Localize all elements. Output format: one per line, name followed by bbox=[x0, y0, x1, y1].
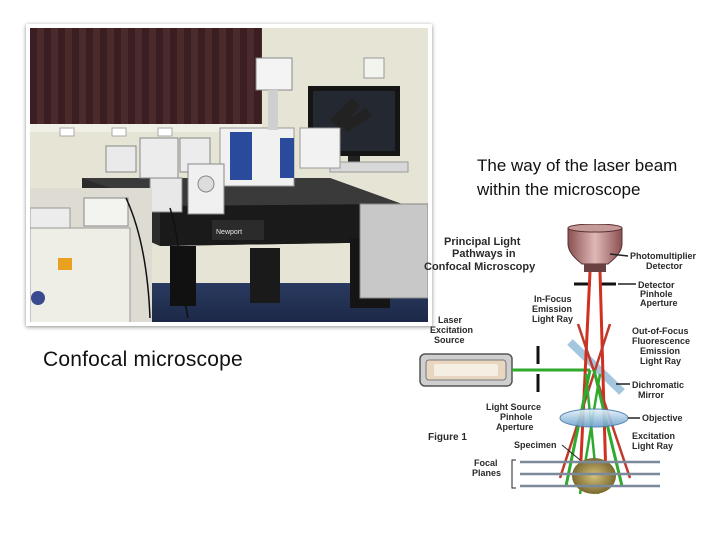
equipment-brand-label: Newport bbox=[216, 229, 242, 236]
in-focus-label-3: Light Ray bbox=[532, 314, 573, 324]
photo-caption: Confocal microscope bbox=[43, 348, 243, 371]
focal-planes-label-1: Focal bbox=[474, 458, 498, 468]
light-source-pinhole-label-1: Light Source bbox=[486, 402, 541, 412]
laser-label-3: Source bbox=[434, 335, 465, 345]
photomultiplier-label-2: Detector bbox=[646, 261, 683, 271]
in-focus-label-1: In-Focus bbox=[534, 294, 572, 304]
laser-label-2: Excitation bbox=[430, 325, 473, 335]
out-of-focus-label-2: Fluorescence bbox=[632, 336, 690, 346]
out-of-focus-label-4: Light Ray bbox=[640, 356, 681, 366]
diagram-title-line-3: Confocal Microscopy bbox=[424, 261, 536, 273]
light-source-pinhole-label-3: Aperture bbox=[496, 422, 534, 432]
objective-label: Objective bbox=[642, 413, 683, 423]
diagram-caption-line-1: The way of the laser beam bbox=[477, 156, 678, 175]
out-of-focus-label-3: Emission bbox=[640, 346, 680, 356]
figure-label: Figure 1 bbox=[428, 432, 467, 443]
in-focus-label-2: Emission bbox=[532, 304, 572, 314]
specimen-label: Specimen bbox=[514, 440, 557, 450]
diagram-caption-line-2: within the microscope bbox=[477, 180, 641, 199]
objective-lens bbox=[559, 408, 629, 428]
microscope-photo: Newport bbox=[26, 24, 432, 326]
detector-pinhole-label-3: Aperture bbox=[640, 298, 678, 308]
specimen bbox=[572, 458, 616, 494]
photomultiplier-label-1: Photomultiplier bbox=[630, 251, 696, 261]
photomultiplier-detector bbox=[567, 224, 623, 272]
out-of-focus-label-1: Out-of-Focus bbox=[632, 326, 689, 336]
excitation-label-2: Light Ray bbox=[632, 441, 673, 451]
light-source-pinhole-label-2: Pinhole bbox=[500, 412, 533, 422]
detector-pinhole-label-2: Pinhole bbox=[640, 289, 673, 299]
laser-source bbox=[419, 353, 513, 387]
microscope-photo-image: Newport bbox=[30, 28, 428, 322]
diagram-title-line-1: Principal Light bbox=[444, 236, 521, 248]
excitation-label-1: Excitation bbox=[632, 431, 675, 441]
focal-planes-label-2: Planes bbox=[472, 468, 501, 478]
laser-label-1: Laser bbox=[438, 315, 463, 325]
dichromatic-label-2: Mirror bbox=[638, 390, 665, 400]
diagram-title-line-2: Pathways in bbox=[452, 248, 516, 260]
detector-pinhole-label-1: Detector bbox=[638, 280, 675, 290]
confocal-light-path-diagram: Principal Light Pathways in Confocal Mic… bbox=[419, 224, 696, 495]
diagram-caption: The way of the laser beam within the mic… bbox=[477, 154, 717, 202]
dichromatic-label-1: Dichromatic bbox=[632, 380, 684, 390]
